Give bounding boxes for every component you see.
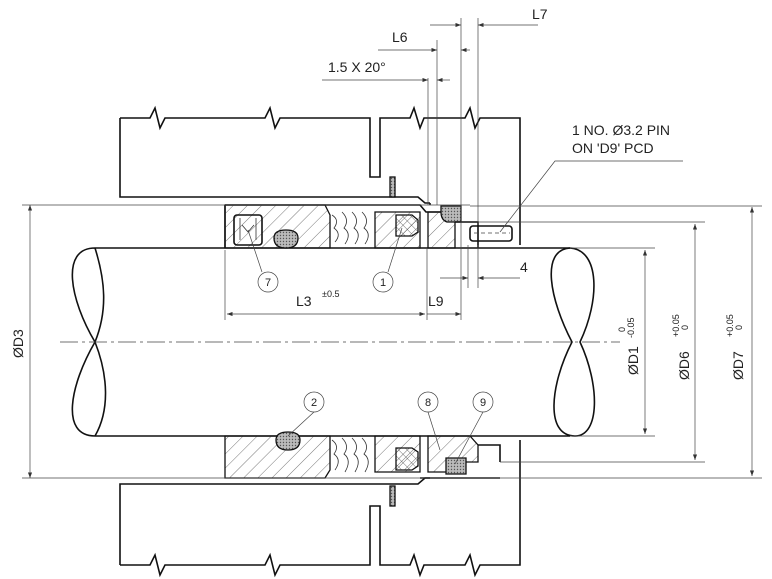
label-l7: L7 (532, 6, 548, 22)
gasket-bottom (389, 485, 396, 507)
seat-ring-9-top (440, 205, 462, 223)
set-screw (233, 214, 263, 246)
seat-ring-9-bottom (445, 457, 467, 475)
o-ring-2-top (273, 229, 299, 249)
label-d1: ØD1 (625, 346, 641, 375)
svg-text:2: 2 (311, 397, 317, 409)
seal-bottom (224, 431, 501, 479)
balloon-1: 1 (372, 271, 394, 293)
balloon-9: 9 (472, 391, 494, 413)
gasket-top (389, 176, 396, 198)
label-dim-4: 4 (520, 259, 528, 275)
label-d6-tol-upper: +0.05 (671, 314, 681, 337)
seal-top (224, 204, 513, 249)
label-l9: L9 (428, 293, 444, 309)
seal-face-1-top (395, 214, 419, 237)
label-l6: L6 (392, 29, 408, 45)
label-d6: ØD6 (676, 351, 692, 380)
balloon-2: 2 (303, 391, 325, 413)
svg-text:9: 9 (480, 397, 486, 409)
top-housing (119, 105, 521, 245)
svg-text:7: 7 (265, 277, 271, 289)
pin (469, 225, 513, 242)
label-d7-tol-lower: 0 (734, 325, 744, 330)
label-d3: ØD3 (10, 329, 26, 358)
o-ring-2-bottom (275, 431, 301, 451)
label-d1-tol-upper: 0 (617, 327, 627, 332)
label-l3: L3 (296, 293, 312, 309)
label-l3-tolerance: ±0.5 (322, 289, 339, 299)
svg-text:8: 8 (425, 397, 431, 409)
balloon-7: 7 (257, 271, 279, 293)
label-d1-tol-lower: -0.05 (626, 317, 636, 338)
dimensions (22, 18, 762, 479)
balloon-8: 8 (417, 391, 439, 413)
label-chamfer: 1.5 X 20° (328, 59, 386, 75)
pin-note-line-2: ON 'D9' PCD (572, 140, 654, 156)
spring-top (331, 211, 369, 245)
svg-text:1: 1 (380, 277, 386, 289)
label-d7: ØD7 (730, 351, 746, 380)
label-d7-tol-upper: +0.05 (725, 314, 735, 337)
label-d6-tol-lower: 0 (680, 325, 690, 330)
pin-note-line-1: 1 NO. Ø3.2 PIN (572, 122, 670, 138)
shaft (60, 247, 620, 437)
